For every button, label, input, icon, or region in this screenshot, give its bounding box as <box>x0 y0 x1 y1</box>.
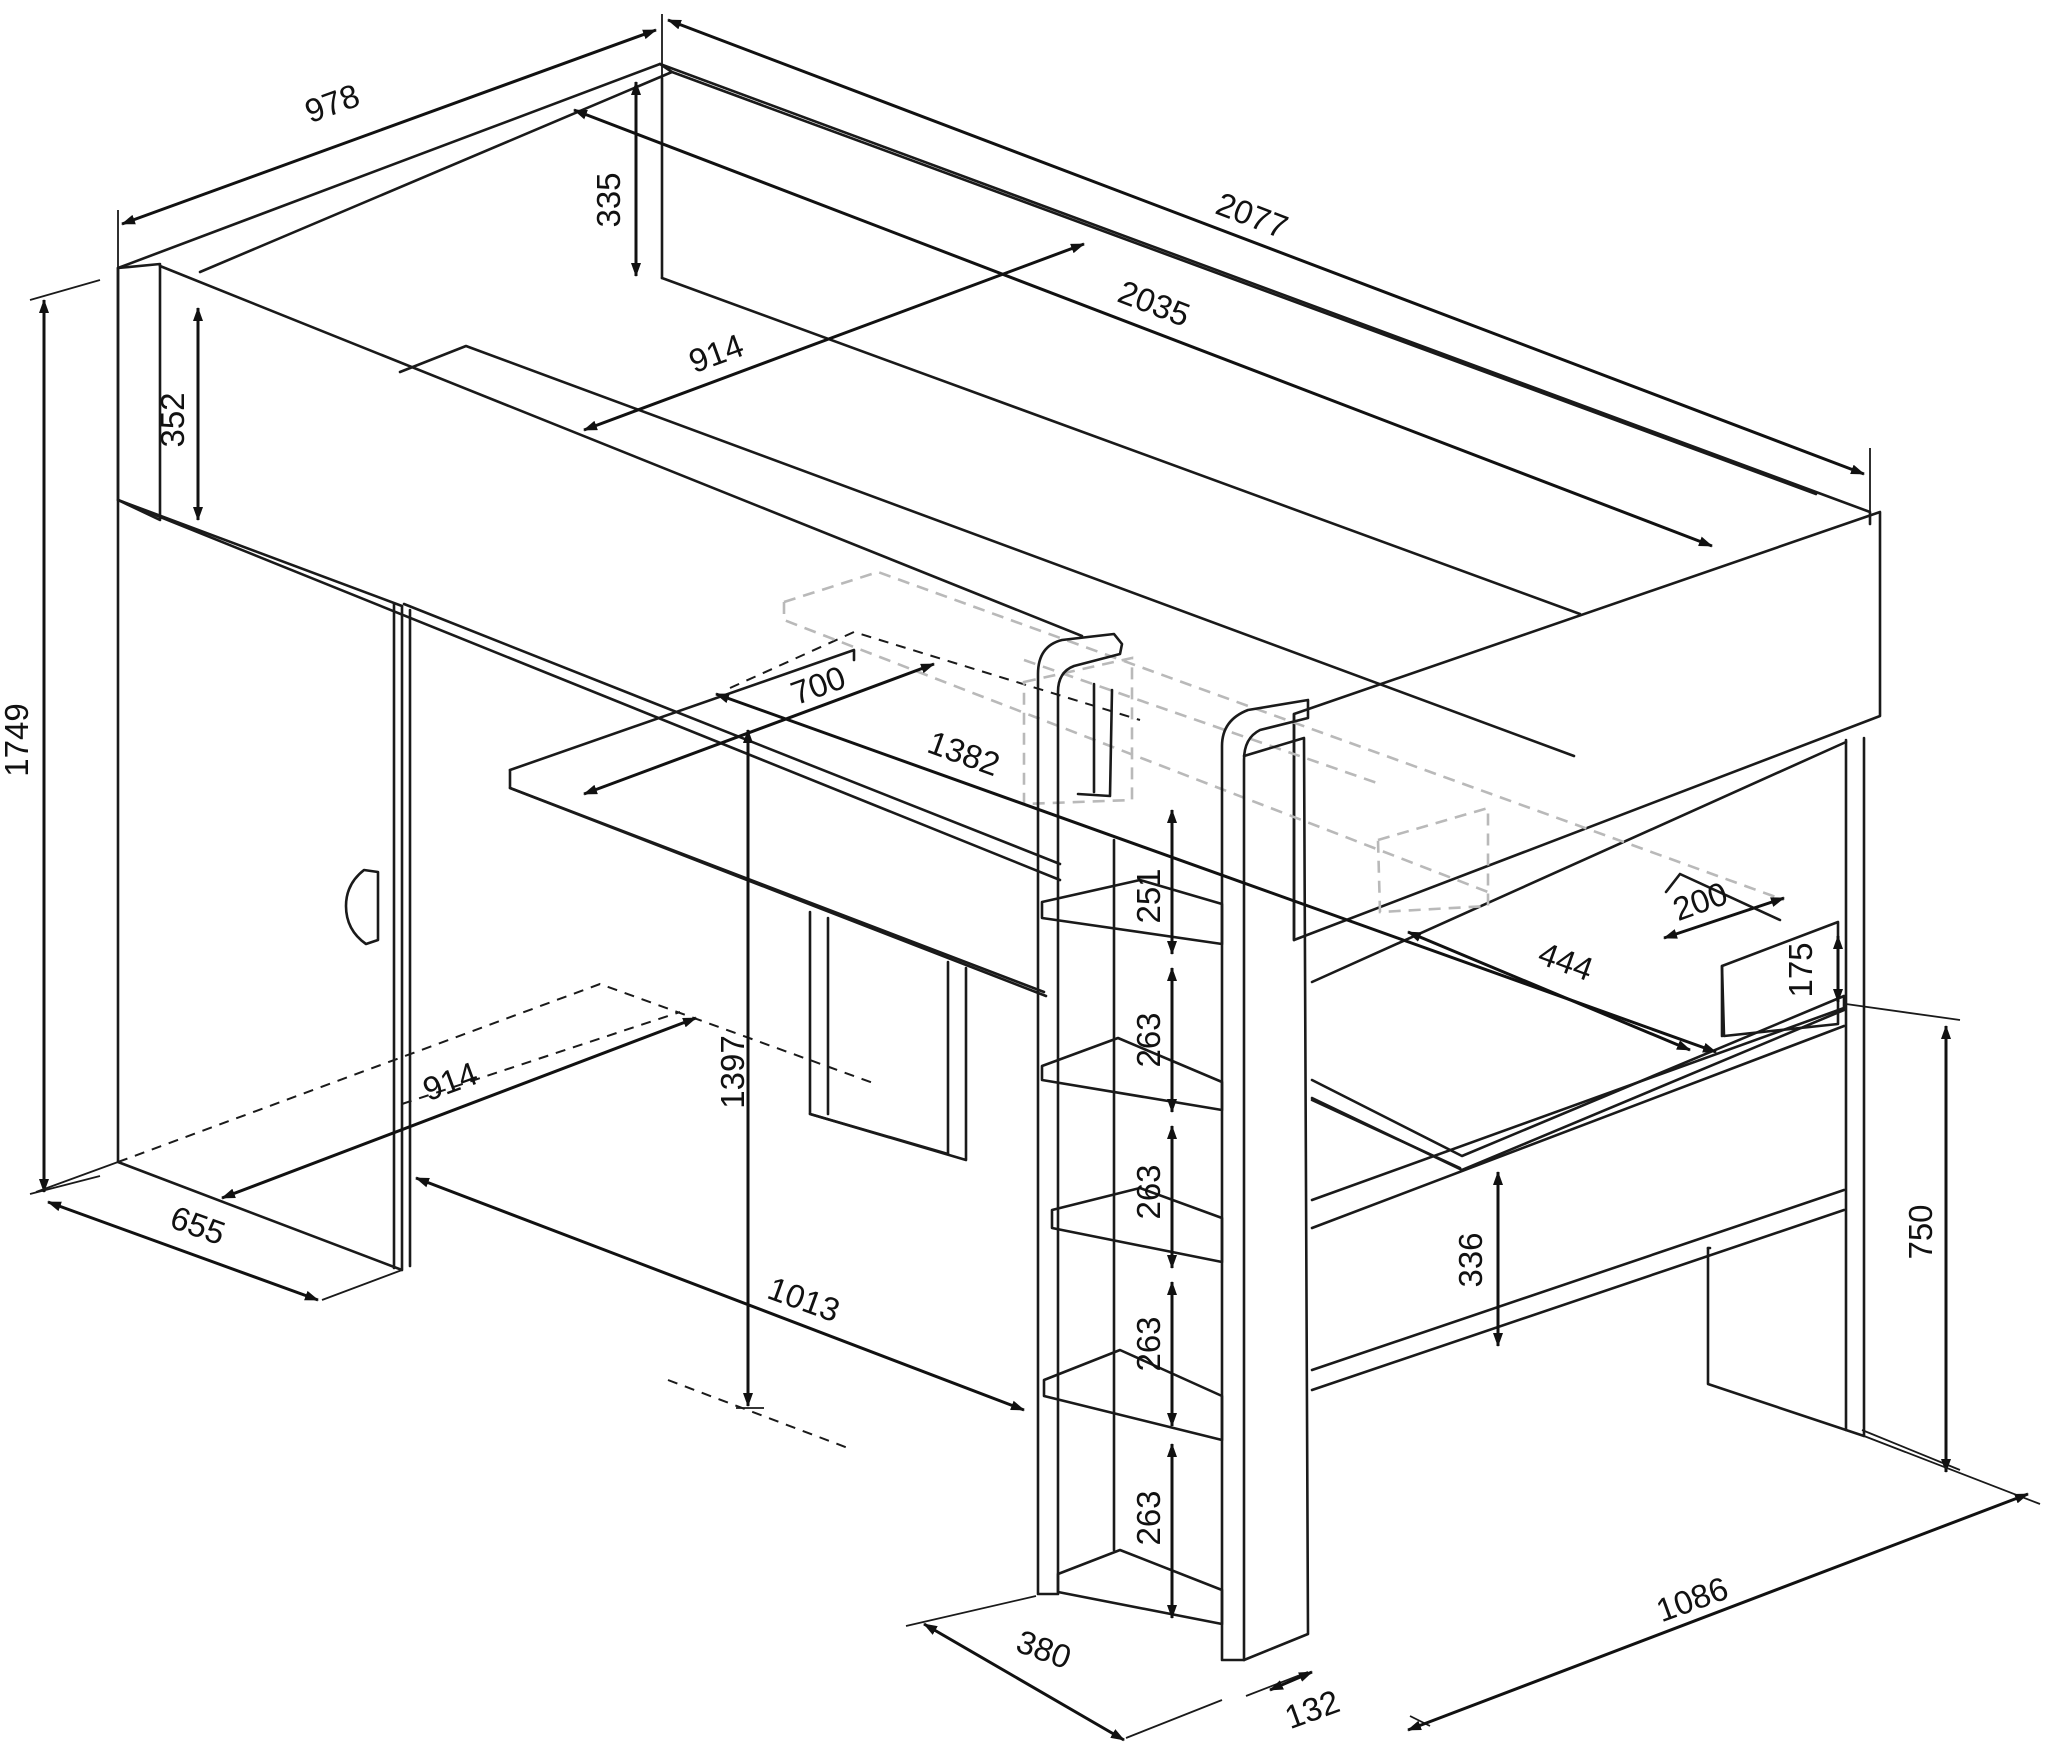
label-wardrobe-depth: 655 <box>166 1198 230 1252</box>
dim-line-inner-length <box>573 108 1713 548</box>
dimension-lines <box>29 14 2041 1742</box>
label-shelf-height: 175 <box>1782 942 1819 997</box>
dim-line-wardrobe-depth <box>47 1200 319 1302</box>
dim-line-shelf-width <box>1407 930 1691 1052</box>
label-step-3: 263 <box>1130 1316 1167 1371</box>
dim-line-ladder-depth <box>1269 1670 1313 1692</box>
label-step-1: 263 <box>1130 1012 1167 1067</box>
dimension-labels: 978 2077 2035 914 335 352 1749 700 1382 … <box>0 76 1939 1736</box>
left-end-panel <box>116 262 162 522</box>
label-desk-length: 1382 <box>923 723 1005 783</box>
label-step-2: 263 <box>1130 1164 1167 1219</box>
dim-line-overall-depth <box>121 28 657 226</box>
label-under-clearance: 1397 <box>714 1035 751 1108</box>
dim-line-mattress-width <box>583 242 1085 432</box>
label-desk-height: 750 <box>1902 1204 1939 1259</box>
label-step-4: 263 <box>1130 1490 1167 1545</box>
label-desk-offset: 1013 <box>763 1269 845 1329</box>
label-frame-end: 1086 <box>1651 1569 1733 1629</box>
dim-line-shelf-depth <box>1663 896 1785 940</box>
label-total-height: 1749 <box>0 703 35 776</box>
dim-line-wardrobe-width <box>221 1016 697 1200</box>
dim-line-ladder-width <box>923 1622 1125 1742</box>
label-overall-depth: 978 <box>300 76 364 130</box>
label-shelf-width: 444 <box>1534 934 1598 988</box>
label-desk-depth: 700 <box>786 658 850 712</box>
label-guard-front: 352 <box>154 392 191 447</box>
label-inner-length: 2035 <box>1113 273 1195 334</box>
label-overall-length: 2077 <box>1211 185 1293 246</box>
label-wardrobe-width: 914 <box>418 1054 482 1108</box>
label-guard-back: 335 <box>590 172 627 227</box>
label-ladder-width: 380 <box>1012 1622 1076 1676</box>
label-step-top: 251 <box>1130 868 1167 923</box>
label-ladder-depth: 132 <box>1280 1682 1344 1736</box>
label-shelf-clearance: 336 <box>1452 1232 1489 1287</box>
dim-line-desk-offset <box>415 1176 1025 1412</box>
dim-line-overall-length <box>667 18 1865 476</box>
wardrobe-handle <box>344 868 380 946</box>
dim-line-frame-end <box>1407 1492 2029 1732</box>
right-end-panel <box>1292 510 1882 942</box>
